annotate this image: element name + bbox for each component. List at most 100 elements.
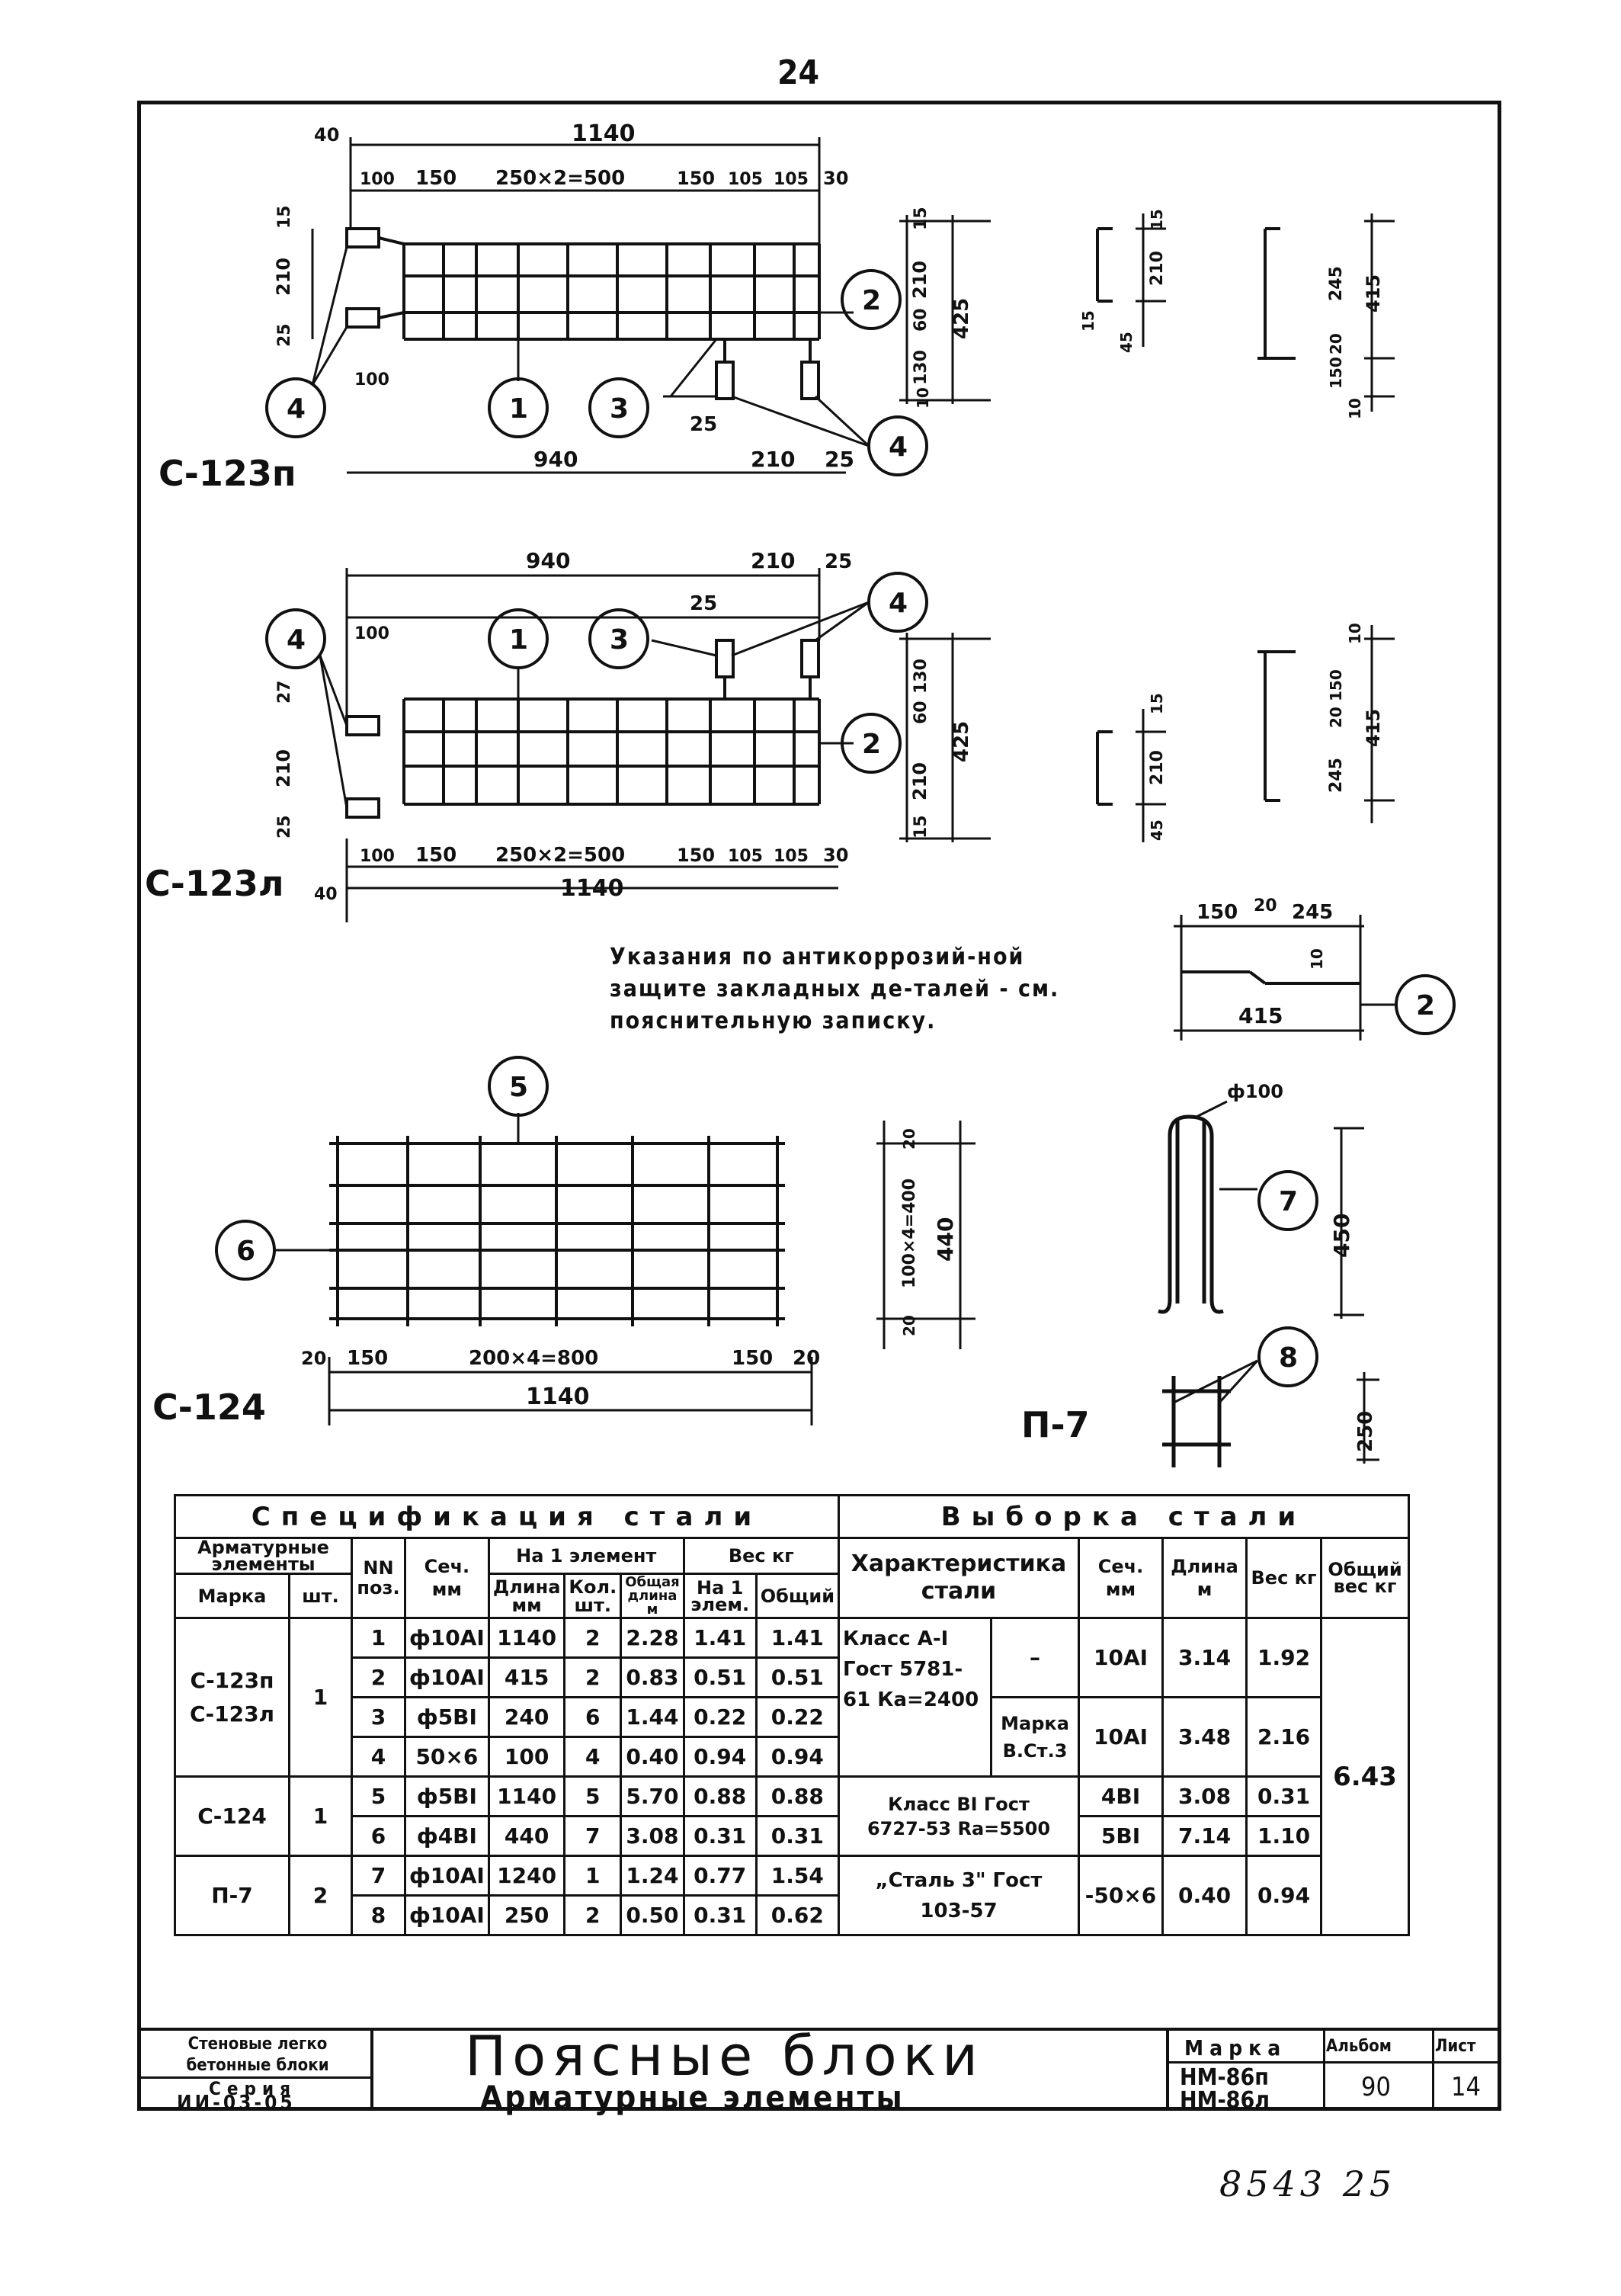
- hdr-section: Сеч. мм: [404, 1537, 490, 1619]
- row7-weight-total: 1.54: [754, 1855, 841, 1897]
- tb-mark-2: НМ-86л: [1180, 2087, 1270, 2114]
- row4-length: 100: [487, 1736, 566, 1778]
- qty-group3: 2: [288, 1855, 353, 1936]
- steel-spec-table: Спецификация стали Выборка стали Арматур…: [173, 1494, 1411, 1936]
- sel-w3: 0.31: [1245, 1775, 1323, 1817]
- row6-length: 440: [487, 1815, 566, 1857]
- row8-section: ф10АI: [404, 1894, 490, 1936]
- detail2-texts: 150 20 245 10 415 2: [1197, 896, 1435, 1028]
- hdr-sel-length: Длина м: [1161, 1537, 1248, 1619]
- p7-phi100: ф100: [1227, 1081, 1283, 1102]
- anticorrosion-note: Указания по антикоррозий-ной защите закл…: [610, 944, 1060, 1034]
- handwritten-number: 8543 25: [1219, 2163, 1397, 2205]
- row2-count: 2: [563, 1656, 623, 1698]
- d2-150: 150: [1197, 901, 1238, 924]
- c124-dim-800: 200×4=800: [469, 1347, 598, 1370]
- c123p-dim-top-150b: 150: [677, 168, 715, 189]
- c123p-callout-4a: 4: [287, 393, 306, 425]
- row7-pos: 7: [351, 1855, 406, 1897]
- c123l-dim-right-130: 130: [911, 659, 931, 694]
- c123p-dim-top-40: 40: [314, 124, 339, 146]
- tb-mark-label: Марка: [1184, 2035, 1287, 2060]
- c123p-callout-4b: 4: [889, 431, 908, 463]
- row6-count: 7: [563, 1815, 623, 1857]
- c123l-dim-right-425: 425: [950, 721, 973, 762]
- c123p-dim-bot-25: 25: [690, 413, 717, 436]
- row7-total-length: 1.24: [620, 1855, 685, 1897]
- c123l-dim-bot-105: 105: [728, 847, 763, 866]
- sel-l4: 7.14: [1161, 1815, 1248, 1857]
- hdr-elements: Арматурные элементы: [174, 1537, 353, 1575]
- sec-lo-150: 150: [1327, 669, 1345, 701]
- row4-weight-total: 0.94: [754, 1736, 841, 1778]
- sec-lo-10: 10: [1346, 623, 1364, 644]
- tb-album: 90: [1361, 2072, 1391, 2102]
- c123p-dim-right-130: 130: [911, 350, 931, 385]
- row8-count: 2: [563, 1894, 623, 1936]
- c123p-dim-right-10: 10: [914, 387, 932, 409]
- row1-pos: 1: [351, 1617, 406, 1659]
- p7-texts: ф100 450 250 7 8 П-7: [1021, 1081, 1377, 1452]
- c123p-dim-right-15: 15: [911, 207, 931, 230]
- sel-w4: 1.10: [1245, 1815, 1323, 1857]
- p7-callout-8: 8: [1279, 1342, 1298, 1374]
- sec-lo-210: 210: [1148, 750, 1167, 785]
- row1-section: ф10АI: [404, 1617, 490, 1659]
- row1-weight-elem: 1.41: [682, 1617, 758, 1659]
- c124-dim-r20b: 20: [900, 1315, 918, 1336]
- tb-album-label: Альбом: [1326, 2037, 1392, 2056]
- row7-weight-elem: 0.77: [682, 1855, 758, 1897]
- steel-char-1-dash: –: [990, 1617, 1081, 1698]
- row1-weight-total: 1.41: [754, 1617, 841, 1659]
- steel-char-1: Класс А-I Гост 5781-61 Ка=2400: [838, 1617, 993, 1778]
- tb-category: Стеновые легко бетонные блоки: [186, 2035, 329, 2075]
- c123l-dim-right-60: 60: [911, 701, 931, 724]
- sec-lo-45: 45: [1148, 819, 1166, 841]
- c123l-dim-right-15: 15: [911, 815, 931, 839]
- sel-s5: -50×6: [1078, 1855, 1164, 1936]
- c124-callout-5: 5: [509, 1072, 528, 1103]
- hdr-sel-weight: Вес кг: [1245, 1537, 1323, 1619]
- d2-callout: 2: [1416, 990, 1435, 1021]
- sel-w2: 2.16: [1245, 1696, 1323, 1778]
- c123l-callout-4a: 4: [287, 624, 306, 656]
- qty-group1: 1: [288, 1617, 353, 1778]
- c123p-dim-top-105b: 105: [774, 170, 809, 189]
- c123l-dim-bot-40: 40: [314, 885, 338, 904]
- c123l-mesh: [345, 639, 821, 819]
- row1-total-length: 2.28: [620, 1617, 685, 1659]
- c123l-dim-25: 25: [825, 550, 852, 573]
- c123l-dim-bot-30: 30: [823, 845, 848, 866]
- c123p-dim-bot-25b: 25: [825, 447, 854, 472]
- c123l-dim-25b: 25: [690, 592, 717, 615]
- c124-dim-r20a: 20: [900, 1128, 918, 1150]
- spec-title: Спецификация стали: [173, 1494, 841, 1539]
- sel-l2: 3.48: [1161, 1696, 1248, 1778]
- sections-texts: 15 210 45 15 245 415 20 150 10 15 210 45…: [1079, 209, 1384, 841]
- row8-total-length: 0.50: [620, 1894, 685, 1936]
- c123p-dim-top-150: 150: [415, 167, 457, 190]
- hdr-total-weight: Общий: [754, 1573, 841, 1619]
- row2-weight-total: 0.51: [754, 1656, 841, 1698]
- c123p-dim-top-100: 100: [360, 170, 395, 189]
- tb-mark-1: НМ-86п: [1180, 2064, 1269, 2091]
- row4-section: 50×6: [404, 1736, 490, 1778]
- row5-count: 5: [563, 1775, 623, 1817]
- c124-texts: 20 150 200×4=800 150 20 1140 20 100×4=40…: [152, 1072, 958, 1428]
- sel-w5: 0.94: [1245, 1855, 1323, 1936]
- c123l-callout-4b: 4: [889, 588, 908, 619]
- c123p-dim-bot-100: 100: [354, 370, 389, 390]
- c123l-label: С-123л: [145, 863, 284, 904]
- row8-weight-total: 0.62: [754, 1894, 841, 1936]
- sel-s1: 10АI: [1078, 1617, 1164, 1698]
- row2-total-length: 0.83: [620, 1656, 685, 1698]
- c123p-dim-right-60: 60: [911, 308, 931, 332]
- mark-group3: П-7: [174, 1855, 290, 1936]
- row5-length: 1140: [487, 1775, 566, 1817]
- c123p-dim-top-1140: 1140: [572, 120, 636, 147]
- row3-length: 240: [487, 1696, 566, 1738]
- sec-up-210: 210: [1148, 251, 1167, 286]
- c123l-dim-left-25: 25: [275, 815, 294, 839]
- row1-length: 1140: [487, 1617, 566, 1659]
- c123p-texts: 40 1140 100 150 250×2=500 150 105 105 30…: [159, 120, 973, 494]
